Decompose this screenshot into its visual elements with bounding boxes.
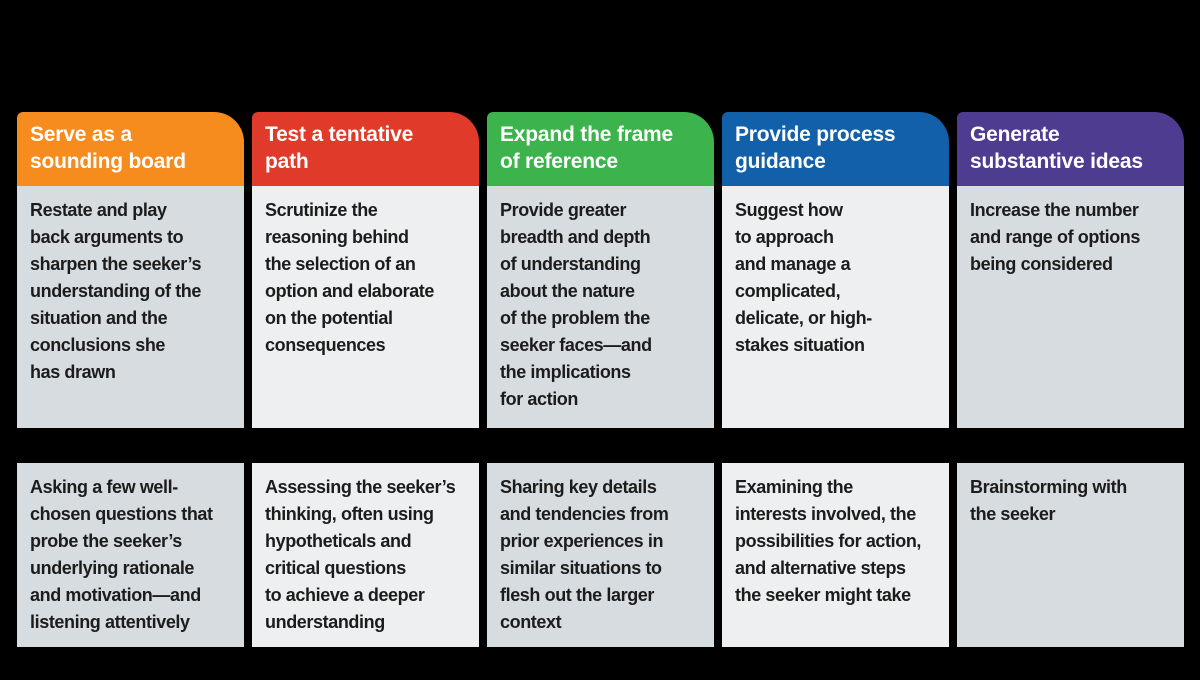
row-gap xyxy=(722,428,949,463)
example-box: Sharing key details and tendencies from … xyxy=(487,463,714,647)
column-header: Expand the frame of reference xyxy=(487,112,714,186)
row-gap xyxy=(252,428,479,463)
column-generate-substantive-ideas: Generate substantive ideas Increase the … xyxy=(957,112,1184,647)
role-description-box: Suggest how to approach and manage a com… xyxy=(722,186,949,428)
column-header: Provide process guidance xyxy=(722,112,949,186)
column-header: Serve as a sounding board xyxy=(17,112,244,186)
column-expand-the-frame-of-reference: Expand the frame of reference Provide gr… xyxy=(487,112,714,647)
row-gap xyxy=(17,428,244,463)
role-description-box: Provide greater breadth and depth of und… xyxy=(487,186,714,428)
column-header: Generate substantive ideas xyxy=(957,112,1184,186)
role-description-box: Scrutinize the reasoning behind the sele… xyxy=(252,186,479,428)
column-provide-process-guidance: Provide process guidance Suggest how to … xyxy=(722,112,949,647)
example-box: Asking a few well- chosen questions that… xyxy=(17,463,244,647)
role-description-box: Restate and play back arguments to sharp… xyxy=(17,186,244,428)
example-box: Brainstorming with the seeker xyxy=(957,463,1184,647)
role-description-box: Increase the number and range of options… xyxy=(957,186,1184,428)
column-test-a-tentative-path: Test a tentative path Scrutinize the rea… xyxy=(252,112,479,647)
row-gap xyxy=(487,428,714,463)
row-gap xyxy=(957,428,1184,463)
column-header: Test a tentative path xyxy=(252,112,479,186)
example-box: Assessing the seeker’s thinking, often u… xyxy=(252,463,479,647)
example-box: Examining the interests involved, the po… xyxy=(722,463,949,647)
column-serve-as-a-sounding-board: Serve as a sounding board Restate and pl… xyxy=(17,112,244,647)
columns-grid: Serve as a sounding board Restate and pl… xyxy=(17,112,1184,647)
